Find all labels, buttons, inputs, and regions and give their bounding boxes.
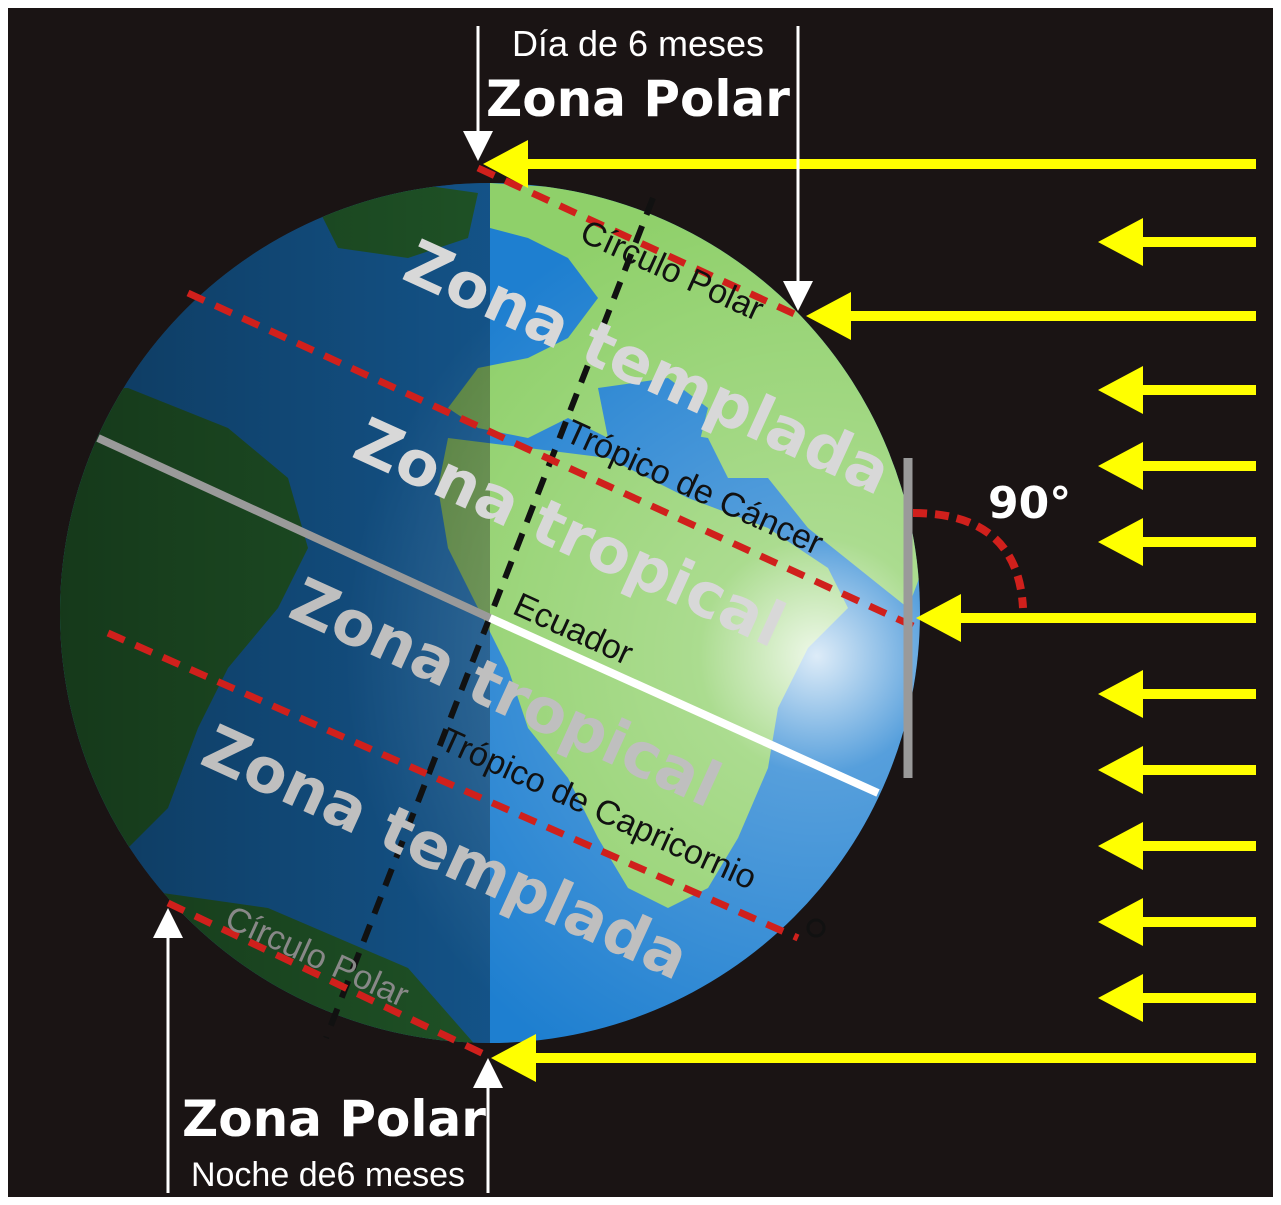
sun-ray-long-2 <box>806 292 1256 340</box>
capricorn-end-marker <box>806 918 826 938</box>
sun-ray-short-2 <box>1098 366 1256 414</box>
sun-ray-short-7 <box>1098 822 1256 870</box>
tropic-cancer-line <box>186 289 915 630</box>
angle-label: 90° <box>988 478 1071 529</box>
bottom-title: Zona Polar <box>182 1090 486 1148</box>
right-angle-arc <box>912 509 1027 609</box>
latitude-lines <box>106 164 915 1060</box>
sun-ray-short-6 <box>1098 746 1256 794</box>
sun-ray-short-4 <box>1098 518 1256 566</box>
equator-day <box>488 614 880 797</box>
sun-ray-long-4 <box>491 1034 1256 1082</box>
diagram-frame: Zona templada Zona tropical Zona tropica… <box>8 8 1273 1197</box>
pointer-arrows <box>153 26 813 1193</box>
equator-night <box>96 434 492 622</box>
sun-ray-short-1 <box>1098 218 1256 266</box>
top-subtitle: Día de 6 meses <box>512 23 764 64</box>
tropic-capricorn-line <box>106 629 800 942</box>
sun-ray-long-1 <box>483 140 1256 188</box>
bottom-subtitle: Noche de6 meses <box>191 1156 465 1194</box>
sun-ray-short-3 <box>1098 442 1256 490</box>
sun-ray-short-9 <box>1098 974 1256 1022</box>
sun-ray-long-3 <box>916 594 1256 642</box>
top-title: Zona Polar <box>486 70 790 128</box>
sun-ray-short-8 <box>1098 898 1256 946</box>
sun-shine <box>60 183 920 1043</box>
sun-ray-short-5 <box>1098 670 1256 718</box>
sun-rays <box>483 140 1256 1082</box>
earth-zones-diagram: Zona templada Zona tropical Zona tropica… <box>60 23 1256 1194</box>
